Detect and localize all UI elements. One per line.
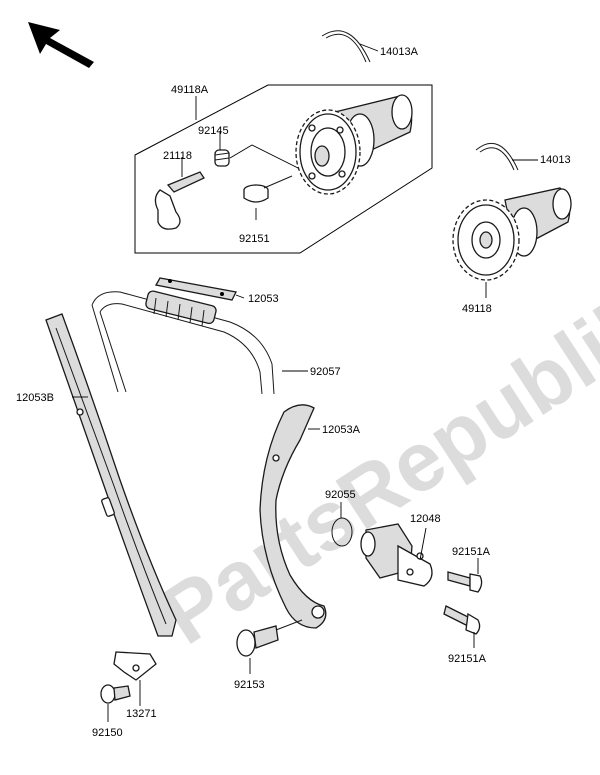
bolt-92151a-lower — [443, 605, 481, 635]
label-92153: 92153 — [234, 679, 265, 691]
label-12053: 12053 — [248, 293, 279, 305]
decompressor-lever — [154, 171, 205, 230]
chain-tensioner-guide — [259, 404, 327, 629]
bracket-plate — [113, 651, 157, 681]
label-92150: 92150 — [92, 727, 123, 739]
label-92151: 92151 — [239, 233, 270, 245]
camshaft-sprocket — [452, 187, 572, 281]
bolt-92150 — [100, 684, 131, 704]
bolt-92153 — [236, 619, 303, 657]
camshaft-cap-arc-2 — [475, 142, 519, 171]
leader-lines — [72, 43, 538, 722]
label-13271: 13271 — [126, 708, 157, 720]
camshaft-cap-arc — [321, 30, 371, 63]
label-12048: 12048 — [410, 513, 441, 525]
label-49118: 49118 — [462, 303, 492, 315]
label-14013: 14013 — [540, 154, 571, 166]
label-12053b: 12053B — [16, 392, 54, 404]
watermark: PartsRepublik — [145, 275, 600, 662]
chain-tensioner-assembly — [360, 523, 433, 587]
front-direction-arrow-icon — [28, 22, 94, 68]
o-ring — [331, 517, 353, 547]
label-12053a: 12053A — [322, 424, 361, 436]
label-49118a: 49118A — [171, 84, 209, 96]
label-14013a: 14013A — [380, 46, 419, 58]
chain-guide-plate — [154, 277, 237, 301]
chain-guide-long — [45, 313, 177, 637]
timing-chain — [91, 290, 275, 395]
label-92151a-lower: 92151A — [448, 653, 487, 665]
label-21118: 21118 — [163, 150, 192, 162]
spring — [214, 149, 230, 167]
bolt-92151a-upper — [447, 571, 483, 593]
label-92145: 92145 — [198, 125, 229, 137]
camshaft-sprocket-a — [295, 94, 413, 195]
label-92055: 92055 — [325, 489, 356, 501]
bolt-92151 — [243, 175, 293, 203]
label-92151a-upper: 92151A — [452, 546, 491, 558]
label-92057: 92057 — [310, 366, 341, 378]
camshaft-assembly-frame — [134, 84, 433, 254]
